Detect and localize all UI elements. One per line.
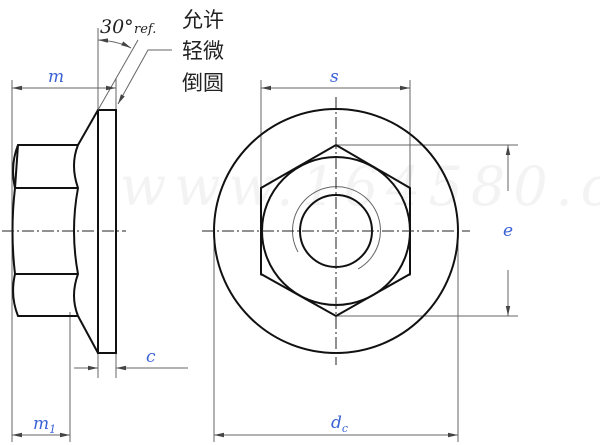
side-view [2,28,172,442]
angle-ref: ref. [134,22,156,37]
note-line-2: 轻微 [182,39,224,63]
dim-label-m: m [48,67,64,87]
dim-label-e: e [503,221,513,241]
note-line-1: 允许 [182,8,224,32]
watermark-text: www.164580.com [120,155,600,218]
dim-label-dc: dc [331,413,348,435]
angle-value: 30° [100,16,134,38]
dim-label-s: s [330,67,339,87]
dim-label-c: c [146,347,156,367]
dim-label-m1: m1 [33,414,56,436]
front-view [202,80,518,442]
note-line-3: 倒圆 [182,71,224,95]
